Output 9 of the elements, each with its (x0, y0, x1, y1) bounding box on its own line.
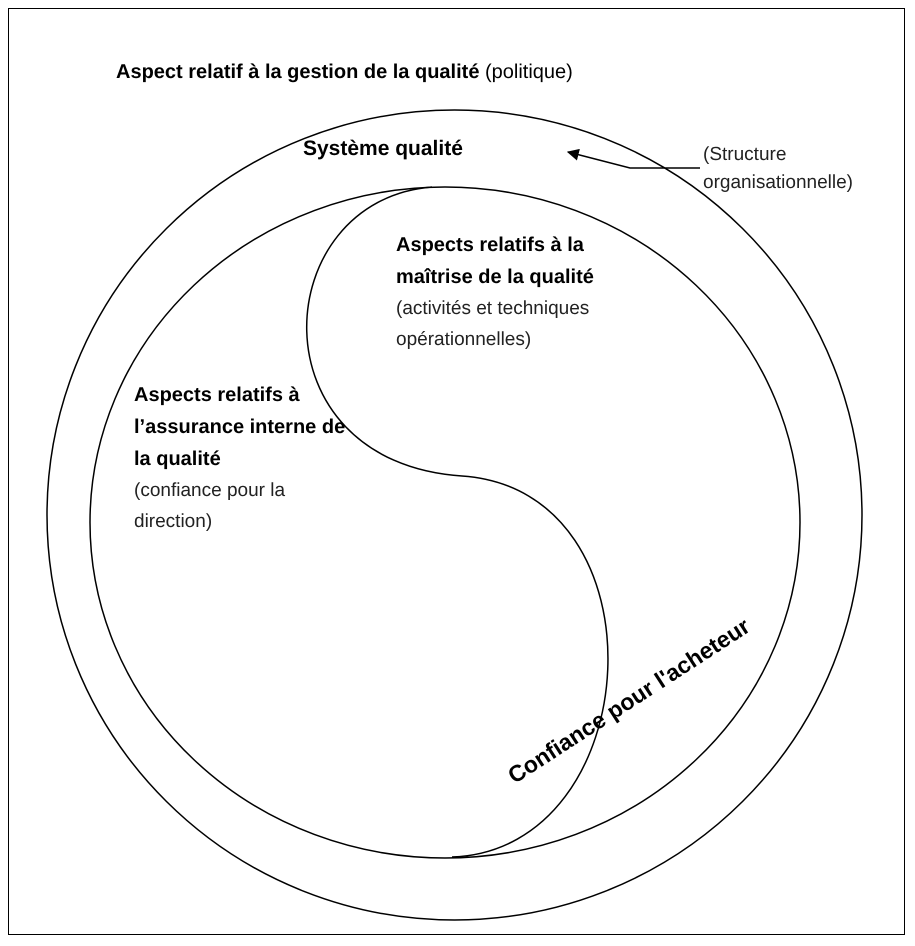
arrow (566, 148, 700, 169)
heading-text: Aspects relatifs à la maîtrise de la qualité (396, 233, 595, 290)
description-text: (confiance pour la direction) (134, 479, 286, 534)
description-text: (activités et techniques opérationnelles) (396, 297, 590, 352)
diagram-frame (8, 8, 905, 935)
heading-text: Aspects relatifs à l’assurance interne de la qualité (134, 383, 346, 472)
heading-text: Système qualité (303, 137, 463, 161)
heading-text: Aspect relatif à la gestion de la qualité (politique) (116, 61, 573, 84)
annotation-text: (Structure organisationnelle) (703, 143, 854, 195)
